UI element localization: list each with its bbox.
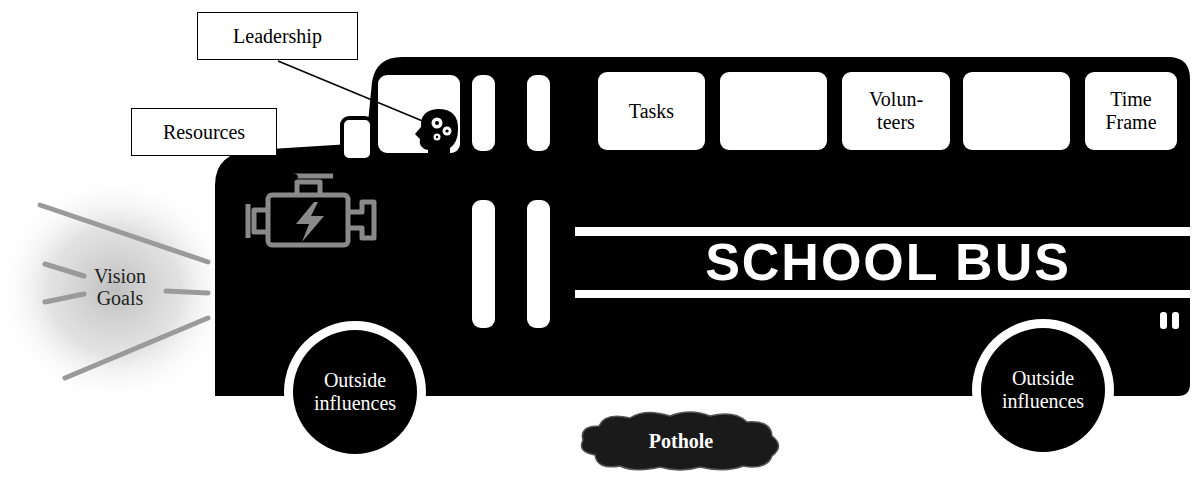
bus-window — [963, 72, 1070, 150]
node-text: Pothole — [649, 430, 713, 453]
gear-hub — [436, 136, 438, 138]
node-text: Time Frame — [1100, 88, 1162, 134]
wheel-arch — [284, 321, 426, 463]
door-window — [472, 200, 495, 328]
node-text: Volun- teers — [861, 88, 931, 134]
side-mirror — [342, 118, 372, 160]
pothole-cloud: Pothole — [575, 410, 787, 472]
bus-window: Volun- teers — [842, 72, 950, 150]
bus-lettering: SCHOOL BUS — [705, 234, 1071, 291]
gears-icon — [432, 118, 452, 141]
leader-line — [245, 157, 282, 176]
gear-hub — [435, 121, 439, 125]
door-window — [527, 200, 550, 328]
bus-wheel: Outside influences — [293, 330, 417, 454]
lightning-bolt — [296, 202, 324, 242]
rear-light — [1160, 312, 1167, 329]
bus-wheel: Outside influences — [981, 328, 1105, 452]
bus-window: Tasks — [598, 72, 705, 150]
gear — [434, 134, 441, 141]
rear-light — [1172, 312, 1179, 329]
node-text: Tasks — [607, 100, 697, 123]
light-ray — [45, 264, 84, 276]
light-ray — [40, 205, 208, 262]
headlight-glow — [0, 175, 235, 405]
engine-part — [248, 204, 268, 238]
engine-part — [348, 202, 374, 238]
door-window — [527, 75, 550, 151]
cloud-shape — [582, 412, 779, 470]
node-text: Leadership — [233, 25, 322, 48]
leader-line — [278, 61, 425, 122]
wheel-arch — [972, 319, 1114, 461]
light-ray — [166, 291, 208, 293]
vision-goals-label: Vision Goals — [85, 265, 155, 309]
gear — [443, 127, 452, 136]
callout-box: Resources — [131, 108, 277, 156]
gear — [432, 118, 443, 129]
light-ray — [45, 294, 84, 302]
bus-window: Time Frame — [1085, 72, 1177, 150]
gear-hub — [445, 129, 448, 132]
callout-box: Leadership — [197, 12, 358, 60]
bus-window — [720, 72, 827, 150]
engine-block — [268, 195, 348, 245]
node-text: Resources — [163, 121, 245, 144]
door-window — [472, 75, 495, 151]
engine-icon — [248, 176, 374, 245]
node-text: Outside influences — [305, 369, 405, 415]
hood-spot — [274, 172, 298, 182]
head-icon — [415, 109, 458, 160]
light-ray — [65, 318, 208, 378]
headlight-rays — [40, 205, 208, 378]
node-text: Outside influences — [993, 367, 1093, 413]
